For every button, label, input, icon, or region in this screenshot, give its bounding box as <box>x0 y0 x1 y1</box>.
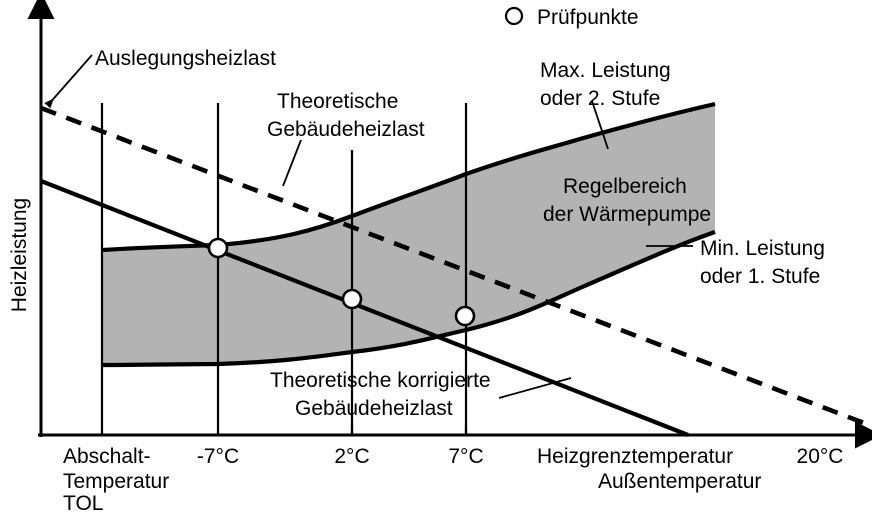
x-tick-label-7deg: 7°C <box>448 445 483 468</box>
x-tick-label-tol-line3: TOL <box>63 492 103 513</box>
leader-corrected-load <box>498 377 572 399</box>
annotation-corrected-load-line2: Gebäudeheizlast <box>295 397 453 420</box>
leader-design-heat-load <box>44 54 93 109</box>
legend-label: Prüfpunkte <box>537 6 639 29</box>
annotation-max-power-line2: oder 2. Stufe <box>540 87 660 110</box>
x-axis-title-line1: Heizgrenztemperatur <box>537 445 733 468</box>
annotation-min-power-line2: oder 1. Stufe <box>700 265 820 288</box>
corrected-building-load-line <box>40 179 689 437</box>
control-range-shaded-region <box>102 104 715 365</box>
x-tick-label-minus7: -7°C <box>197 445 239 468</box>
x-tick-label-20deg: 20°C <box>797 445 844 468</box>
annotation-control-range-line2: der Wärmepumpe <box>543 203 711 226</box>
annotation-control-range-line1: Regelbereich <box>563 175 687 198</box>
x-tick-label-2deg: 2°C <box>334 445 369 468</box>
test-point-marker-minus7[interactable] <box>207 237 229 259</box>
legend-open-circle-marker <box>504 6 524 26</box>
y-axis-title: Heizleistung <box>8 198 31 312</box>
x-axis-title-line2: Außentemperatur <box>598 470 761 493</box>
leader-theoretical-building-load <box>282 139 302 187</box>
test-point-marker-7deg[interactable] <box>454 305 476 327</box>
x-tick-label-tol-line1: Abschalt- <box>63 445 151 468</box>
theoretical-building-load-line <box>40 105 865 426</box>
annotation-min-power-line1: Min. Leistung <box>700 237 825 260</box>
test-point-marker-2deg[interactable] <box>341 288 363 310</box>
min-power-curve <box>101 230 716 368</box>
annotation-theoretical-load-line2: Gebäudeheizlast <box>267 118 425 141</box>
annotation-design-heat-load: Auslegungsheizlast <box>95 47 276 70</box>
x-tick-label-tol-line2: Temperatur <box>63 470 169 493</box>
annotation-max-power-line1: Max. Leistung <box>540 59 671 82</box>
leader-max-power <box>591 100 609 150</box>
annotation-corrected-load-line1: Theoretische korrigierte <box>270 369 491 392</box>
annotation-theoretical-load-line1: Theoretische <box>277 90 398 113</box>
